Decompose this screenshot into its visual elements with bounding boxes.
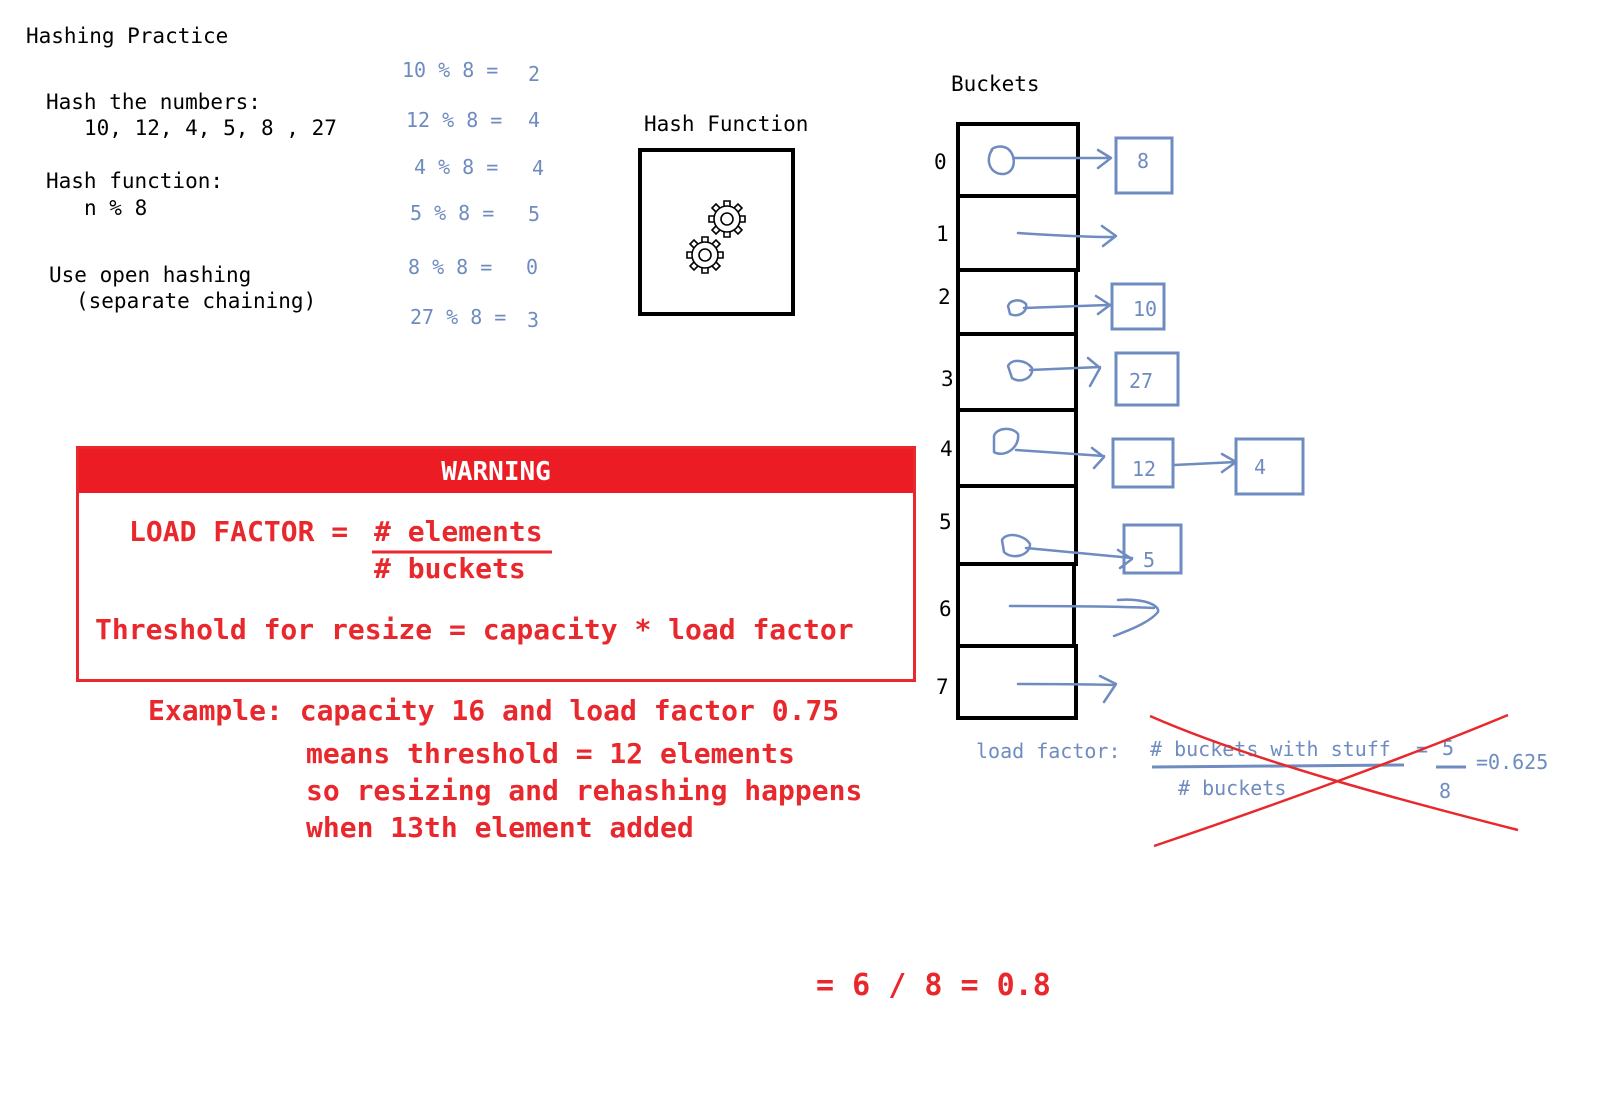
pointer-arrow	[1008, 598, 1160, 638]
hash-function-expression: n % 8	[84, 196, 148, 220]
calc-expression: 5 % 8 =	[410, 201, 495, 225]
buckets-label: Buckets	[951, 72, 1040, 96]
pointer-arrow	[1024, 546, 1134, 570]
pointer-arrow	[1028, 356, 1102, 388]
threshold-formula: Threshold for resize = capacity * load f…	[95, 613, 854, 646]
pointer-arrow	[1172, 452, 1238, 474]
bucket-index: 6	[939, 597, 952, 621]
chain-node-box	[1122, 523, 1183, 575]
separate-chaining-note: (separate chaining)	[76, 289, 317, 313]
calc-expression: 4 % 8 =	[414, 155, 499, 179]
chain-node-box	[1114, 136, 1174, 195]
calc-result: 4	[528, 108, 541, 132]
hash-function-box	[638, 148, 795, 316]
cross-out-x	[1149, 713, 1519, 848]
load-factor-numerator: # elements	[374, 515, 543, 548]
calc-expression: 27 % 8 =	[410, 305, 507, 329]
bucket-cell	[956, 268, 1078, 336]
chain-node-value: 4	[1254, 455, 1267, 479]
bucket-cell	[956, 122, 1080, 198]
pointer-origin	[992, 427, 1020, 455]
pointer-origin	[1006, 359, 1034, 382]
bucket-index: 4	[940, 437, 953, 461]
pointer-arrow	[1014, 446, 1106, 470]
crossed-result: =0.625	[1476, 750, 1549, 774]
load-factor-result: = 6 / 8 = 0.8	[816, 968, 1051, 1003]
chain-node-value: 27	[1129, 369, 1154, 393]
example-line-3: so resizing and rehashing happens	[306, 774, 863, 807]
pointer-arrow	[1022, 294, 1112, 316]
bucket-cell	[956, 644, 1078, 720]
bucket-cell	[956, 408, 1078, 488]
example-line-2: means threshold = 12 elements	[306, 737, 795, 770]
crossed-fraction-denominator: 8	[1439, 779, 1452, 803]
open-hashing-note: Use open hashing	[49, 263, 252, 287]
hash-function-box-label: Hash Function	[644, 112, 809, 136]
pointer-arrow	[1016, 224, 1118, 248]
chain-node-value: 12	[1132, 457, 1157, 481]
bucket-index: 3	[941, 367, 954, 391]
bucket-index: 0	[934, 150, 947, 174]
pointer-origin	[987, 145, 1015, 176]
calc-result: 0	[526, 255, 539, 279]
crossed-load-factor-label: load factor:	[976, 739, 1121, 763]
chain-node-box	[1110, 282, 1166, 331]
crossed-fraction-bar	[1151, 763, 1405, 769]
bucket-index: 5	[939, 510, 952, 534]
example-line-4: when 13th element added	[306, 811, 694, 844]
calc-expression: 12 % 8 =	[406, 108, 503, 132]
pointer-arrow	[1012, 148, 1113, 170]
chain-node-value: 5	[1143, 548, 1156, 572]
calc-result: 3	[527, 308, 540, 332]
calc-result: 5	[528, 202, 541, 226]
bucket-index: 2	[938, 285, 951, 309]
hash-function-label: Hash function:	[46, 169, 224, 193]
calc-result: 2	[528, 62, 541, 86]
numbers-list: 10, 12, 4, 5, 8 , 27	[84, 116, 337, 140]
pointer-origin	[1000, 533, 1032, 558]
bucket-index: 7	[936, 675, 949, 699]
warning-box: WARNING	[76, 446, 916, 682]
chain-node-value: 8	[1137, 149, 1150, 173]
calc-expression: 8 % 8 =	[408, 255, 493, 279]
bucket-index: 1	[936, 222, 949, 246]
bucket-cell	[956, 332, 1078, 412]
pointer-arrow	[1016, 674, 1118, 704]
load-factor-denominator: # buckets	[374, 552, 526, 585]
chain-node-box	[1111, 437, 1175, 489]
warning-header: WARNING	[79, 449, 913, 493]
hash-numbers-label: Hash the numbers:	[46, 90, 261, 114]
chain-node-box	[1114, 351, 1180, 407]
pointer-origin	[1006, 299, 1028, 317]
load-factor-label: LOAD FACTOR =	[129, 515, 349, 548]
chain-node-value: 10	[1133, 297, 1158, 321]
chain-node-box	[1234, 437, 1305, 496]
example-line-1: Example: capacity 16 and load factor 0.7…	[148, 694, 840, 727]
calc-result: 4	[532, 156, 545, 180]
gears-icon	[686, 200, 746, 274]
page-title: Hashing Practice	[26, 24, 229, 48]
crossed-denominator: # buckets	[1178, 776, 1287, 800]
crossed-fraction-numerator: 5	[1442, 736, 1455, 760]
calc-expression: 10 % 8 =	[402, 58, 499, 82]
